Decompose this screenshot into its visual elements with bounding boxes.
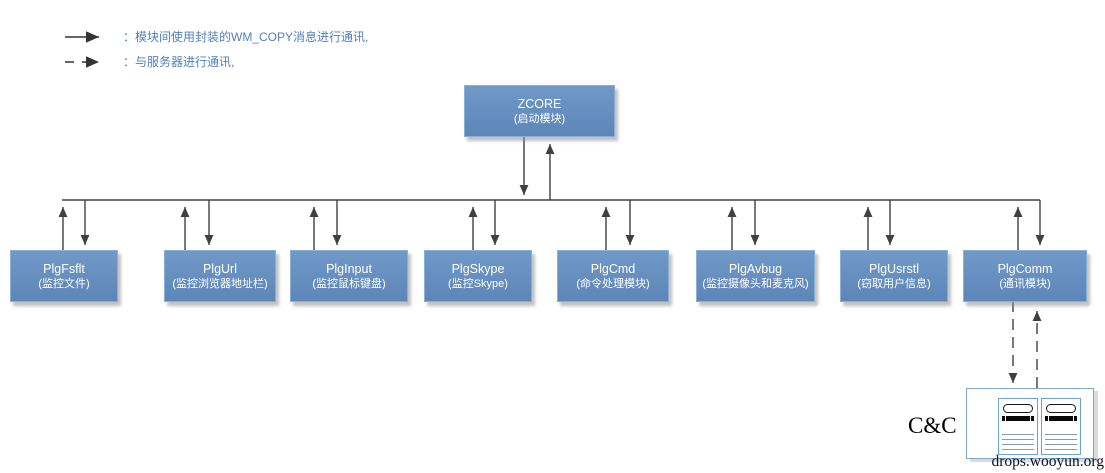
node-plgavbug: PlgAvbug (监控摄像头和麦克风) — [696, 250, 815, 302]
node-title: PlgCmd — [590, 261, 636, 276]
node-title: PlgAvbug — [728, 261, 783, 276]
server-drive-bay — [1046, 404, 1076, 413]
node-plgurl: PlgUrl (监控浏览器地址栏) — [164, 250, 276, 302]
legend-row-dashed: ：与服务器进行通讯, — [63, 49, 368, 74]
cc-label: C&C — [908, 413, 957, 438]
node-subtitle: (监控鼠标键盘) — [312, 277, 386, 290]
legend: ：模块间使用封装的WM_COPY消息进行通讯, ：与服务器进行通讯, — [63, 24, 368, 74]
node-title: PlgFsflt — [43, 261, 85, 276]
legend-label-solid: ：模块间使用封装的WM_COPY消息进行通讯, — [123, 30, 369, 44]
node-subtitle: (监控摄像头和麦克风) — [702, 277, 809, 290]
node-title: PlgUsrstl — [868, 261, 919, 276]
node-subtitle: (窃取用户信息) — [857, 277, 931, 290]
node-subtitle: (通讯模块) — [999, 277, 1051, 290]
server-drive-bay — [1003, 404, 1033, 413]
node-plgcomm: PlgComm (通讯模块) — [963, 250, 1087, 302]
legend-row-solid: ：模块间使用封装的WM_COPY消息进行通讯, — [63, 24, 368, 49]
watermark: drops.wooyun.org — [991, 453, 1104, 470]
server-panel — [1002, 416, 1034, 421]
node-plgcmd: PlgCmd (命令处理模块) — [557, 250, 669, 302]
node-title: PlgUrl — [202, 261, 238, 276]
legend-label-dashed: ：与服务器进行通讯, — [123, 55, 235, 69]
node-title: PlgSkype — [451, 261, 505, 276]
node-plgskype: PlgSkype (监控Skype) — [424, 250, 532, 302]
server-vents — [1045, 434, 1077, 450]
node-subtitle: (启动模块) — [513, 112, 566, 125]
server-vents — [1002, 434, 1034, 450]
dashed-arrow-icon — [65, 55, 99, 68]
node-title: ZCORE — [517, 96, 562, 111]
node-subtitle: (监控Skype) — [448, 277, 508, 290]
node-subtitle: (命令处理模块) — [576, 277, 650, 290]
node-zcore: ZCORE (启动模块) — [464, 85, 615, 137]
node-title: PlgComm — [997, 261, 1053, 276]
cc-server-group — [966, 388, 1094, 459]
node-subtitle: (监控浏览器地址栏) — [172, 277, 268, 290]
node-title: PlgInput — [326, 261, 372, 276]
server-rack-icon — [998, 398, 1038, 455]
node-plginput: PlgInput (监控鼠标键盘) — [290, 250, 408, 302]
server-panel — [1045, 416, 1077, 421]
node-plgfsflt: PlgFsflt (监控文件) — [10, 250, 118, 302]
server-rack-icon — [1041, 398, 1081, 455]
solid-arrow-icon — [65, 30, 99, 43]
node-subtitle: (监控文件) — [38, 277, 90, 290]
node-plgusrstl: PlgUsrstl (窃取用户信息) — [840, 250, 948, 302]
